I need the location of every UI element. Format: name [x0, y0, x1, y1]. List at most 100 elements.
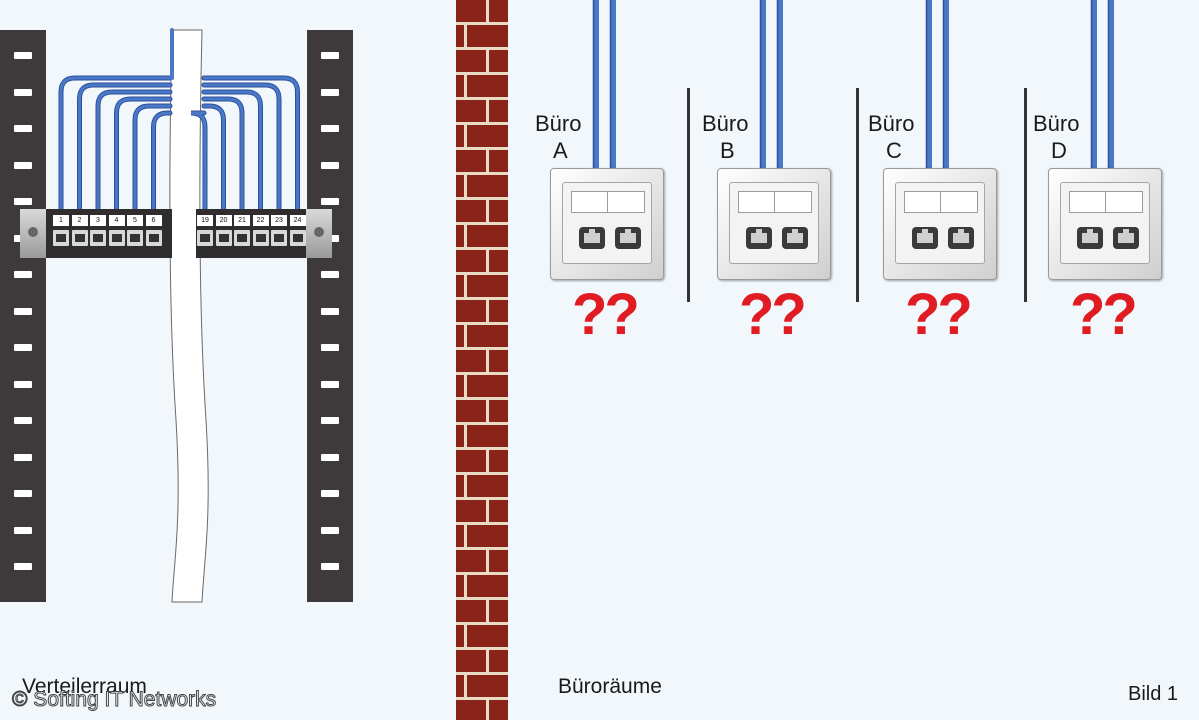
- network-wall-socket: [717, 168, 831, 280]
- brick-row: [456, 200, 508, 225]
- office-rooms-label: Büroräume: [558, 675, 662, 698]
- office-label-letter: C: [886, 138, 902, 163]
- rack-mounting-hole: [14, 344, 32, 351]
- patch-cable: [202, 90, 262, 214]
- brick-row: [456, 175, 508, 200]
- rack-mounting-hole: [321, 380, 339, 388]
- patch-cable: [202, 97, 244, 214]
- distribution-room-label: Verteilerraum: [22, 675, 147, 698]
- office-label-line1: Büro: [868, 111, 915, 136]
- rj45-port: [1113, 227, 1139, 249]
- brick-row: [456, 50, 508, 75]
- brick-wall: [456, 0, 508, 720]
- office-label-line1: Büro: [1033, 111, 1080, 136]
- unknown-assignment-mark: ??: [739, 282, 807, 347]
- patch-cable: [78, 83, 172, 214]
- rack-rail-left: [0, 30, 46, 602]
- brick-row: [456, 375, 508, 400]
- rack-mounting-hole: [14, 271, 32, 278]
- patch-cable: [201, 89, 263, 215]
- patch-cable: [202, 76, 299, 214]
- copyright-watermark: © Softing IT Networks: [11, 688, 217, 711]
- office-divider: [1024, 88, 1027, 302]
- patch-cable: [96, 90, 172, 214]
- rj45-port: [615, 227, 641, 249]
- panel-ear-right: [306, 209, 332, 258]
- rack-rail-right: [307, 30, 353, 602]
- office-label-line1: Büro: [535, 111, 582, 136]
- patch-port: [71, 230, 88, 246]
- rack-mounting-hole: [321, 307, 339, 315]
- patch-cable: [190, 111, 207, 214]
- unknown-assignment-mark: ??: [905, 282, 973, 347]
- patch-port: [108, 230, 125, 246]
- brick-row: [456, 225, 508, 250]
- patch-cable: [202, 83, 281, 214]
- rack-mounting-hole: [321, 490, 339, 497]
- patch-port: [289, 230, 306, 246]
- brick-row: [456, 100, 508, 125]
- port-number: 20: [215, 215, 232, 226]
- rack-mounting-hole: [321, 417, 339, 424]
- brick-row: [456, 425, 508, 450]
- rack-mounting-hole: [321, 271, 339, 278]
- office-divider: [687, 88, 690, 302]
- patch-cable: [202, 104, 225, 214]
- rack-mounting-hole: [14, 526, 32, 534]
- rack-mounting-hole: [14, 453, 32, 461]
- patch-port: [271, 230, 287, 246]
- rack-mounting-hole: [321, 198, 339, 205]
- rack-mounting-hole: [14, 88, 32, 96]
- patch-port: [145, 230, 162, 246]
- cable-bundle: [169, 29, 209, 603]
- port-number: 3: [90, 215, 106, 226]
- office-label-letter: D: [1051, 138, 1067, 163]
- patch-cable: [152, 111, 172, 214]
- brick-row: [456, 525, 508, 550]
- patch-port: [53, 230, 69, 246]
- rack-mounting-hole: [321, 453, 339, 461]
- rack-mounting-hole: [321, 88, 339, 96]
- rack-mounting-hole: [321, 526, 339, 534]
- brick-row: [456, 75, 508, 100]
- patch-cable: [133, 104, 172, 214]
- patch-port: [90, 230, 106, 246]
- office-label-line1: Büro: [702, 111, 749, 136]
- port-number: 4: [108, 215, 125, 226]
- rack-mounting-hole: [321, 563, 339, 570]
- rack-mounting-hole: [14, 417, 32, 424]
- panel-ear-left: [20, 209, 46, 258]
- brick-row: [456, 150, 508, 175]
- rj45-port: [746, 227, 772, 249]
- brick-row: [456, 475, 508, 500]
- brick-row: [456, 125, 508, 150]
- port-number: 23: [271, 215, 287, 226]
- rack-mounting-hole: [321, 52, 339, 59]
- brick-row: [456, 275, 508, 300]
- unknown-assignment-mark: ??: [1070, 282, 1138, 347]
- port-number: 21: [234, 215, 250, 226]
- rack-mounting-hole: [14, 307, 32, 315]
- patch-cable: [115, 97, 172, 214]
- patch-port: [127, 230, 143, 246]
- brick-row: [456, 450, 508, 475]
- rack-mounting-hole: [14, 380, 32, 388]
- patch-cable: [59, 76, 172, 214]
- brick-row: [456, 300, 508, 325]
- rj45-port: [948, 227, 974, 249]
- rack-mounting-hole: [321, 125, 339, 132]
- network-wall-socket: [883, 168, 997, 280]
- rack-mounting-hole: [321, 344, 339, 351]
- office-label-letter: A: [553, 138, 568, 163]
- rack-mounting-hole: [14, 52, 32, 59]
- brick-row: [456, 400, 508, 425]
- brick-row: [456, 650, 508, 675]
- port-number: 19: [197, 215, 213, 226]
- brick-row: [456, 350, 508, 375]
- rack-mounting-hole: [321, 161, 339, 169]
- brick-row: [456, 0, 508, 25]
